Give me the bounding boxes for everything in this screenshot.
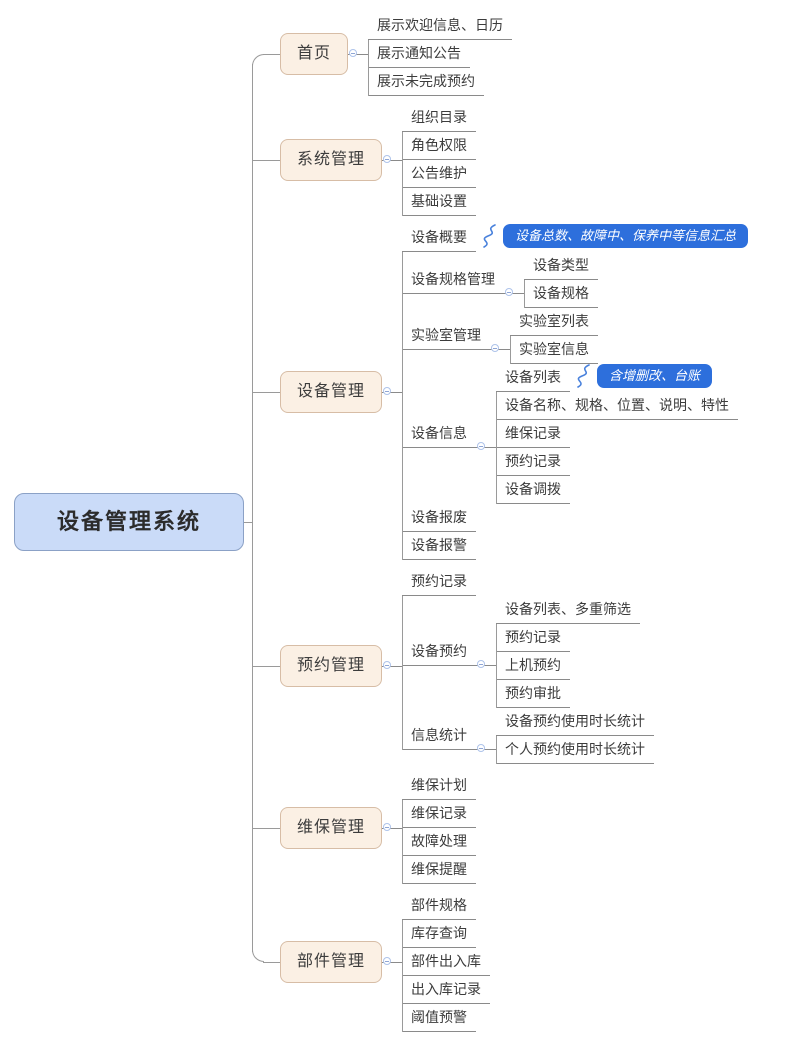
topic-parts-inout[interactable]: 部件出入库	[402, 948, 491, 976]
callout-equipment-list: 含增删改、台账	[573, 362, 713, 390]
collapse-icon[interactable]	[383, 957, 392, 965]
topic-equipment-list-multifilter[interactable]: 设备列表、多重筛选	[496, 596, 641, 624]
topic-equipment-info[interactable]: 设备信息	[402, 420, 477, 448]
topic-personal-usage-stats[interactable]: 个人预约使用时长统计	[496, 736, 655, 764]
connector	[476, 596, 497, 708]
collapse-icon[interactable]	[505, 288, 514, 296]
branch-parts-management[interactable]: 部件管理	[280, 941, 383, 983]
branch-equipment-management[interactable]: 设备管理	[280, 371, 383, 413]
branch-maintenance-group: 维保管理 维保计划 维保记录 故障处理 维保提醒	[252, 768, 748, 888]
connector-elbow	[252, 54, 265, 66]
connector	[382, 568, 403, 764]
topic-reservation-approval[interactable]: 预约审批	[496, 680, 571, 708]
topic-basic-settings[interactable]: 基础设置	[402, 188, 477, 216]
topic-equipment-attributes[interactable]: 设备名称、规格、位置、说明、特性	[496, 392, 739, 420]
topic-equipment-spec[interactable]: 设备规格	[524, 280, 599, 308]
topic-lab-info[interactable]: 实验室信息	[510, 336, 599, 364]
collapse-icon[interactable]	[477, 744, 486, 752]
topic-org-directory[interactable]: 组织目录	[402, 104, 477, 132]
topic-role-permissions[interactable]: 角色权限	[402, 132, 477, 160]
connector	[382, 892, 403, 1032]
topic-equipment-type[interactable]: 设备类型	[524, 252, 599, 280]
callout-crud-label[interactable]: 含增删改、台账	[597, 364, 713, 388]
collapse-icon[interactable]	[477, 660, 486, 668]
topic-show-welcome-calendar[interactable]: 展示欢迎信息、日历	[368, 12, 513, 40]
topic-equipment-transfer[interactable]: 设备调拨	[496, 476, 571, 504]
topic-reservation-records[interactable]: 预约记录	[402, 568, 477, 596]
connector-line	[263, 54, 281, 55]
main-branches: 首页 展示欢迎信息、日历 展示通知公告 展示未完成预约 系统管理 组织目录	[252, 8, 749, 1036]
connector	[490, 308, 511, 364]
topic-stock-query[interactable]: 库存查询	[402, 920, 477, 948]
topic-show-unfinished-reservations[interactable]: 展示未完成预约	[368, 68, 485, 96]
branch-equipment-group: 设备管理 设备概要 设备总数、故障中、保养中等信息汇总	[252, 220, 749, 564]
topic-maintenance-reminder[interactable]: 维保提醒	[402, 856, 477, 884]
topic-equipment-scrap[interactable]: 设备报废	[402, 504, 477, 532]
topic-reservation-records[interactable]: 预约记录	[496, 448, 571, 476]
branch-system-management[interactable]: 系统管理	[280, 139, 383, 181]
connector-line	[252, 828, 281, 829]
topic-lab-management[interactable]: 实验室管理	[402, 322, 491, 350]
branch-reservation-group: 预约管理 预约记录 设备预约 设备列表、多重筛选 预约记录 上机预	[252, 564, 748, 768]
branch-home-group: 首页 展示欢迎信息、日历 展示通知公告 展示未完成预约	[252, 8, 748, 100]
topic-show-notices[interactable]: 展示通知公告	[368, 40, 471, 68]
topic-equipment-overview[interactable]: 设备概要	[402, 224, 477, 252]
topic-lab-list[interactable]: 实验室列表	[510, 308, 599, 336]
topic-equipment-reservation[interactable]: 设备预约	[402, 638, 477, 666]
collapse-icon[interactable]	[383, 387, 392, 395]
connector-line	[252, 666, 281, 667]
connector	[382, 104, 403, 216]
branch-reservation-management[interactable]: 预约管理	[280, 645, 383, 687]
collapse-icon[interactable]	[383, 661, 392, 669]
topic-inout-records[interactable]: 出入库记录	[402, 976, 491, 1004]
topic-equipment-list[interactable]: 设备列表	[496, 364, 571, 392]
collapse-icon[interactable]	[383, 823, 392, 831]
topic-spec-management[interactable]: 设备规格管理	[402, 266, 505, 294]
callout-summary-label[interactable]: 设备总数、故障中、保养中等信息汇总	[503, 224, 749, 248]
topic-threshold-warning[interactable]: 阈值预警	[402, 1004, 477, 1032]
callout-equipment-overview: 设备总数、故障中、保养中等信息汇总	[479, 222, 749, 250]
topic-equipment-usage-stats[interactable]: 设备预约使用时长统计	[496, 708, 655, 736]
collapse-icon[interactable]	[349, 49, 358, 57]
connector-line	[252, 160, 281, 161]
branch-maintenance-management[interactable]: 维保管理	[280, 807, 383, 849]
connector	[382, 224, 403, 560]
topic-parts-spec[interactable]: 部件规格	[402, 892, 477, 920]
squiggle-connector-icon	[483, 224, 496, 248]
topic-onmachine-reservation[interactable]: 上机预约	[496, 652, 571, 680]
connector	[504, 252, 525, 308]
topic-maintenance-record[interactable]: 维保记录	[402, 800, 477, 828]
collapse-icon[interactable]	[491, 344, 500, 352]
connector-line	[263, 962, 281, 963]
branch-system-group: 系统管理 组织目录 角色权限 公告维护 基础设置	[252, 100, 748, 220]
topic-maintenance-records[interactable]: 维保记录	[496, 420, 571, 448]
connector	[348, 12, 369, 96]
connector-line	[252, 392, 281, 393]
collapse-icon[interactable]	[477, 442, 486, 450]
topic-reservation-records-sub[interactable]: 预约记录	[496, 624, 571, 652]
collapse-icon[interactable]	[383, 155, 392, 163]
topic-fault-handling[interactable]: 故障处理	[402, 828, 477, 856]
root-topic[interactable]: 设备管理系统	[14, 493, 245, 551]
topic-info-statistics[interactable]: 信息统计	[402, 722, 477, 750]
branch-parts-group: 部件管理 部件规格 库存查询 部件出入库 出入库记录 阈值预警	[252, 888, 748, 1036]
branch-home[interactable]: 首页	[280, 33, 349, 75]
connector	[476, 364, 497, 504]
topic-equipment-alarm[interactable]: 设备报警	[402, 532, 477, 560]
topic-notice-maintenance[interactable]: 公告维护	[402, 160, 477, 188]
squiggle-connector-icon	[577, 364, 590, 388]
connector-elbow	[252, 950, 265, 962]
connector	[382, 772, 403, 884]
root-connector-line	[244, 521, 253, 523]
connector	[476, 708, 497, 764]
topic-maintenance-plan[interactable]: 维保计划	[402, 772, 477, 800]
